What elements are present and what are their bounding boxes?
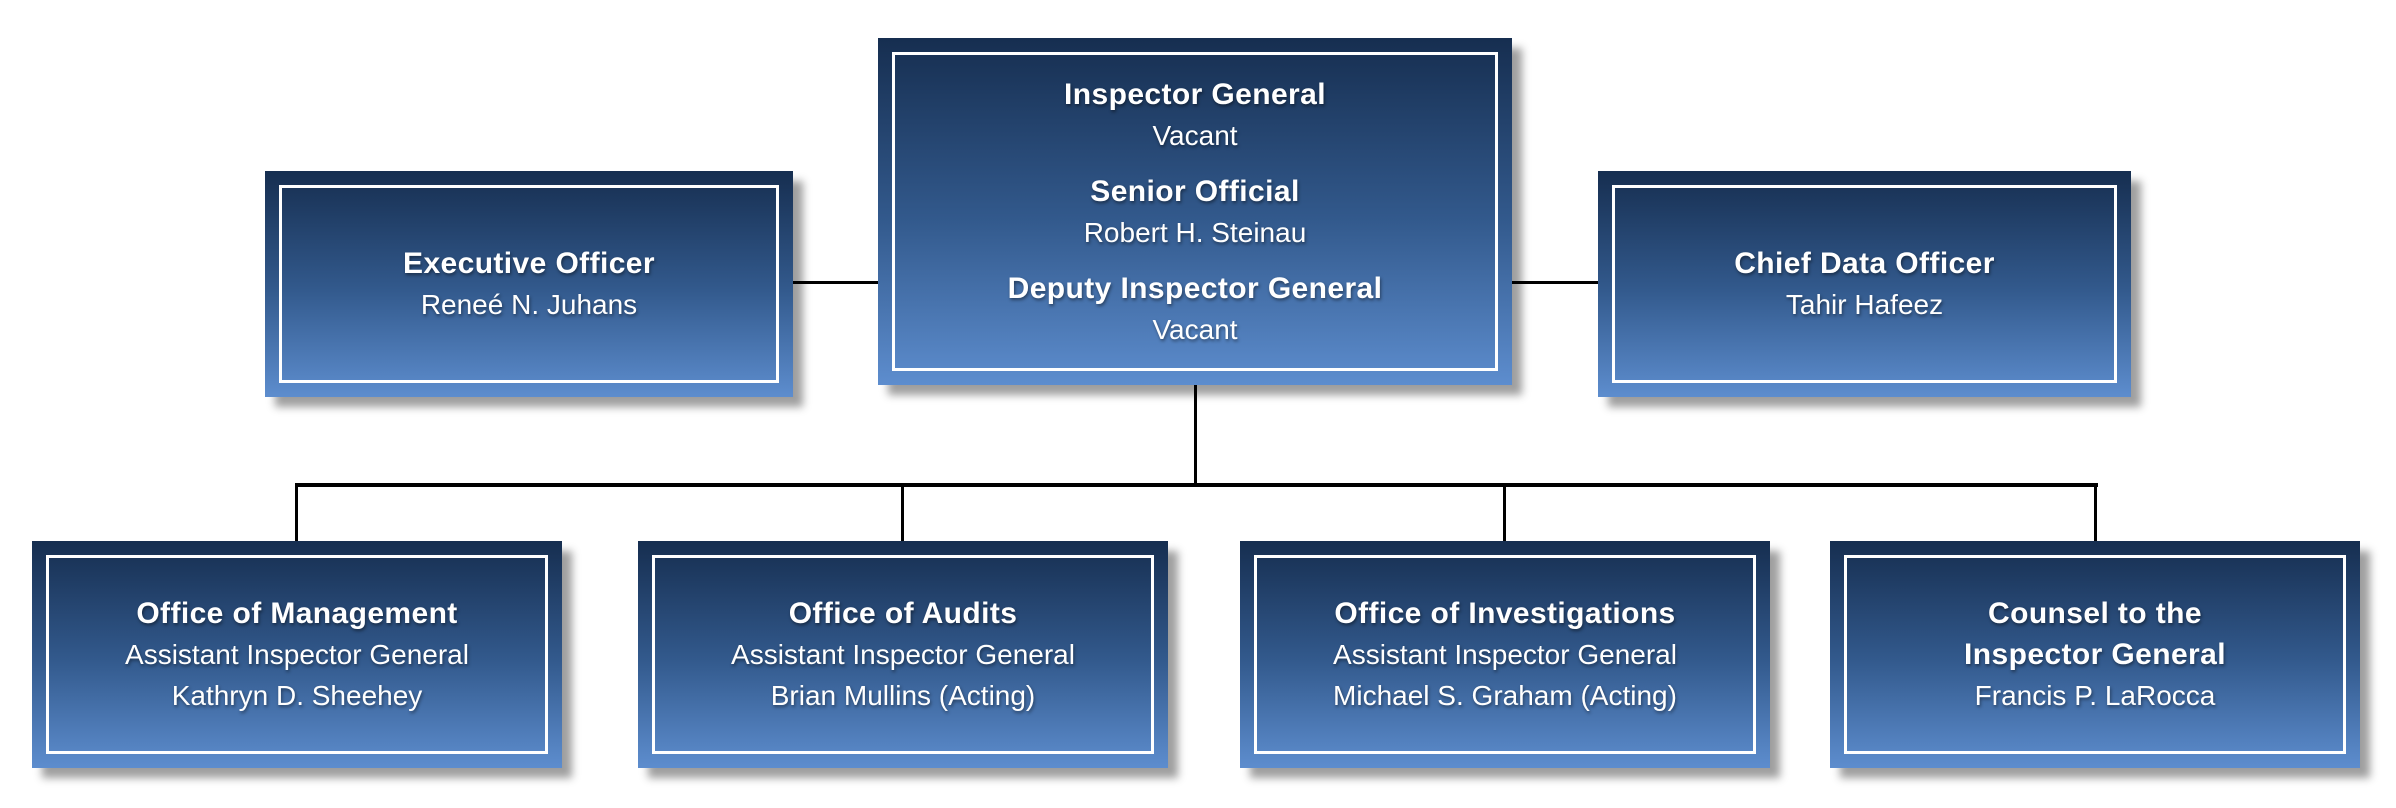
node-name: Vacant — [1152, 313, 1238, 345]
connector-drop-office-of-investigations — [1503, 485, 1506, 541]
node-name: Robert H. Steinau — [1083, 216, 1307, 248]
node-title: Inspector General — [1964, 638, 2226, 671]
connector-drop-office-of-audits — [901, 485, 904, 541]
node-name: Brian Mullins (Acting) — [770, 680, 1036, 711]
connector-drop-office-of-management — [295, 485, 298, 541]
node-title: Office of Audits — [788, 597, 1018, 630]
node-name: Reneé N. Juhans — [420, 289, 638, 320]
connector-horizontal-bus — [295, 483, 2098, 487]
node-title: Deputy Inspector General — [1007, 271, 1383, 305]
node-title: Senior Official — [1090, 174, 1300, 208]
node-name: Assistant Inspector General — [125, 639, 469, 670]
node-name: Assistant Inspector General — [1333, 639, 1677, 670]
node-name: Vacant — [1152, 119, 1238, 151]
node-name: Francis P. LaRocca — [1974, 680, 2216, 711]
node-title: Office of Management — [136, 597, 458, 630]
connector-executive-officer — [793, 281, 878, 284]
node-title: Office of Investigations — [1334, 597, 1676, 630]
node-name: Michael S. Graham (Acting) — [1333, 680, 1677, 711]
node-title: Counsel to the — [1988, 597, 2202, 630]
connector-drop-counsel — [2094, 485, 2097, 541]
connector-chief-data-officer — [1512, 281, 1598, 284]
node-title: Inspector General — [1064, 77, 1326, 111]
node-name: Assistant Inspector General — [731, 639, 1075, 670]
node-title: Chief Data Officer — [1734, 247, 1995, 280]
connector-inspector-general-stem — [1194, 385, 1197, 484]
node-name: Kathryn D. Sheehey — [171, 680, 423, 711]
node-title: Executive Officer — [403, 247, 655, 280]
node-name: Tahir Hafeez — [1785, 289, 1944, 320]
